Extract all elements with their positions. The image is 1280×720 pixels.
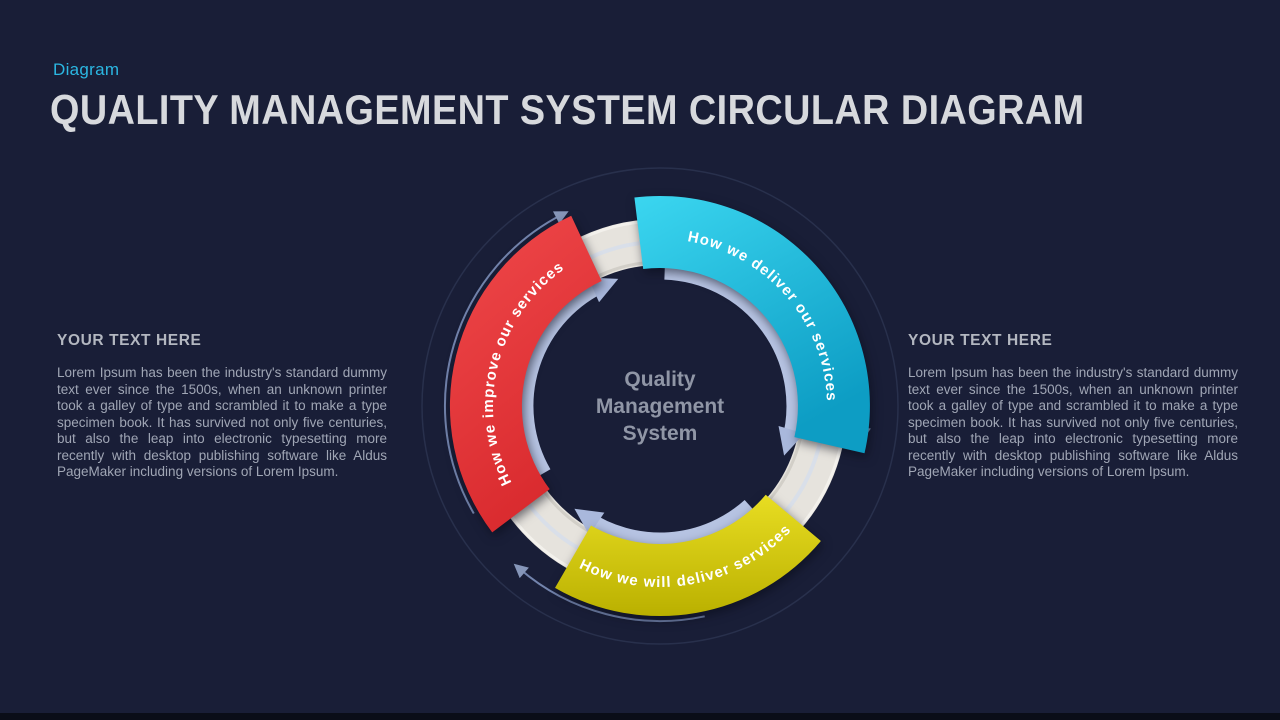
outer-arrow-top-left-icon [444,211,569,514]
diagram-center-title: Quality Management System [595,368,725,445]
left-panel-heading: YOUR TEXT HERE [57,332,202,349]
page-title: QUALITY MANAGEMENT SYSTEM CIRCULAR DIAGR… [50,86,1085,133]
segment-improve-services [449,215,602,533]
segment-deliver-services [634,195,870,454]
right-panel-body: Lorem Ipsum has been the industry's stan… [908,365,1238,479]
left-panel-body: Lorem Ipsum has been the industry's stan… [57,365,387,479]
slide-eyebrow: Diagram [53,60,120,79]
outer-faint-circle [421,167,899,645]
circular-diagram-svg: How we improve our services How we deliv… [421,167,899,645]
circular-diagram: How we improve our services How we deliv… [400,146,920,666]
outer-arrow-bottom-icon [513,563,705,622]
left-text-panel: YOUR TEXT HERE Lorem Ipsum has been the … [57,332,387,481]
cycle-arrow-bottom-icon [574,499,754,546]
cycle-arrow-right-icon [664,266,805,456]
segment-will-deliver-services [555,494,821,617]
right-text-panel: YOUR TEXT HERE Lorem Ipsum has been the … [908,332,1238,481]
bottom-bar [0,713,1280,720]
cycle-arrow-left-icon [520,277,619,476]
right-panel-heading: YOUR TEXT HERE [908,332,1053,349]
